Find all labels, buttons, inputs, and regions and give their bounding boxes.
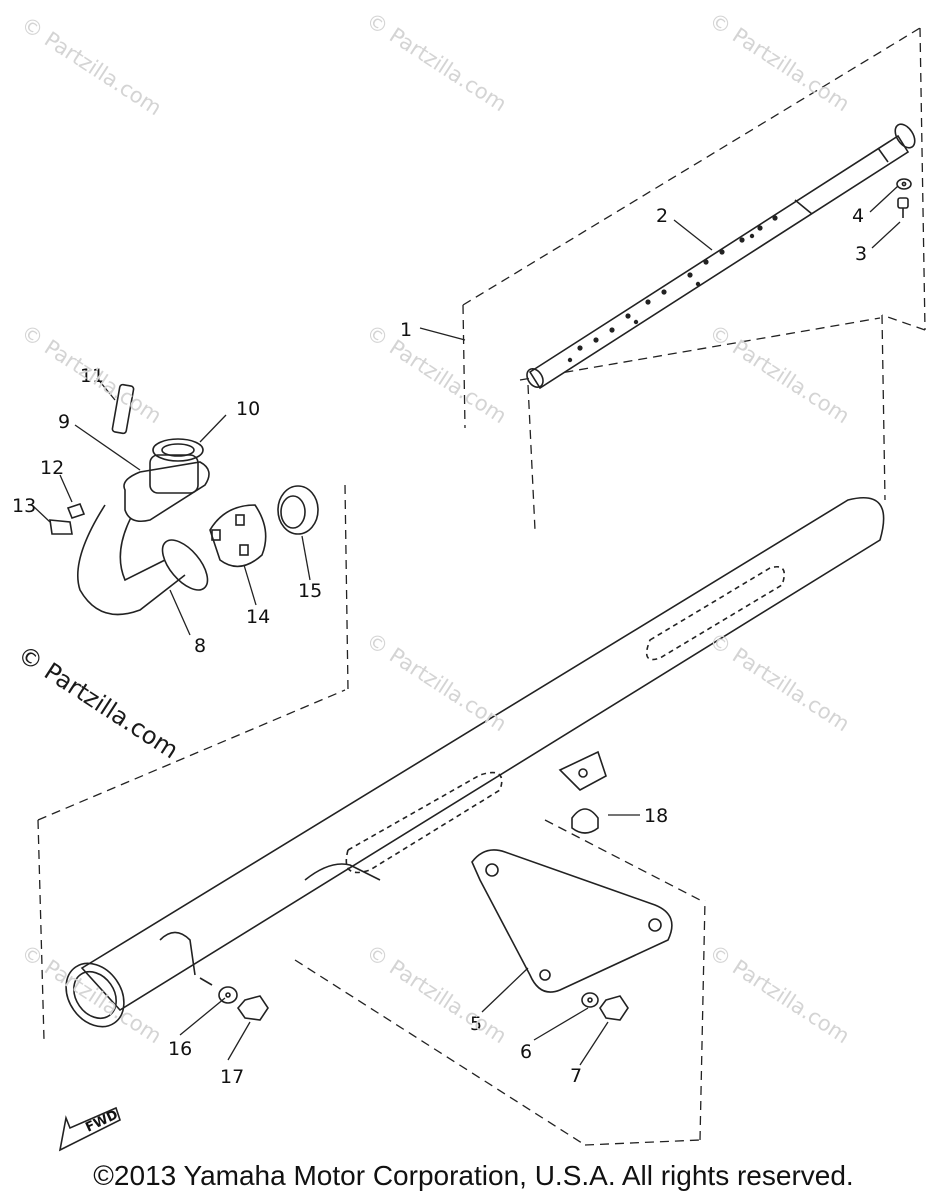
callout-6: 6	[520, 1041, 532, 1063]
part-11-stud-bolt	[111, 383, 135, 435]
callout-4: 4	[852, 205, 864, 227]
part-6-washer	[581, 992, 599, 1008]
part-13-lock-washer	[49, 519, 73, 535]
copyright-text: ©2013 Yamaha Motor Corporation, U.S.A. A…	[93, 1160, 854, 1191]
callout-1: 1	[400, 319, 412, 341]
part-4-washer	[896, 178, 912, 190]
muffler-assembly-outline	[37, 484, 706, 1146]
fwd-label: FWD	[83, 1108, 120, 1136]
fwd-arrow-icon	[58, 1106, 121, 1152]
callout-9: 9	[58, 411, 70, 433]
part-5-mounting-bracket	[471, 849, 673, 993]
part-18-damper	[571, 808, 599, 834]
callout-15: 15	[298, 580, 322, 602]
callout-11: 11	[80, 365, 104, 387]
callout-14: 14	[246, 606, 270, 628]
part-17-nut	[236, 995, 269, 1021]
callout-17: 17	[220, 1066, 244, 1088]
callout-13: 13	[12, 495, 36, 517]
callout-5: 5	[470, 1013, 482, 1035]
callout-7: 7	[570, 1065, 582, 1087]
part-3-screw	[897, 197, 909, 218]
part-2-baffle-tube	[526, 123, 916, 390]
part-7-nut	[599, 995, 629, 1021]
callout-16: 16	[168, 1038, 192, 1060]
part-12-nut	[66, 503, 86, 519]
muffler-bracket-tab	[558, 750, 607, 791]
callout-18: 18	[644, 805, 668, 827]
callout-10: 10	[236, 398, 260, 420]
part-9-flange	[123, 454, 210, 523]
callout-3: 3	[855, 243, 867, 265]
part-15-collar	[277, 485, 319, 535]
part-16-washer	[218, 986, 238, 1004]
callout-12: 12	[40, 457, 64, 479]
callout-8: 8	[194, 635, 206, 657]
part-14-ring-nut	[209, 504, 267, 568]
part-10-gasket	[152, 438, 204, 462]
leader-lines	[31, 185, 901, 1066]
muffler-body	[65, 496, 885, 1028]
callout-2: 2	[656, 205, 668, 227]
baffle-group-outline	[462, 27, 926, 531]
